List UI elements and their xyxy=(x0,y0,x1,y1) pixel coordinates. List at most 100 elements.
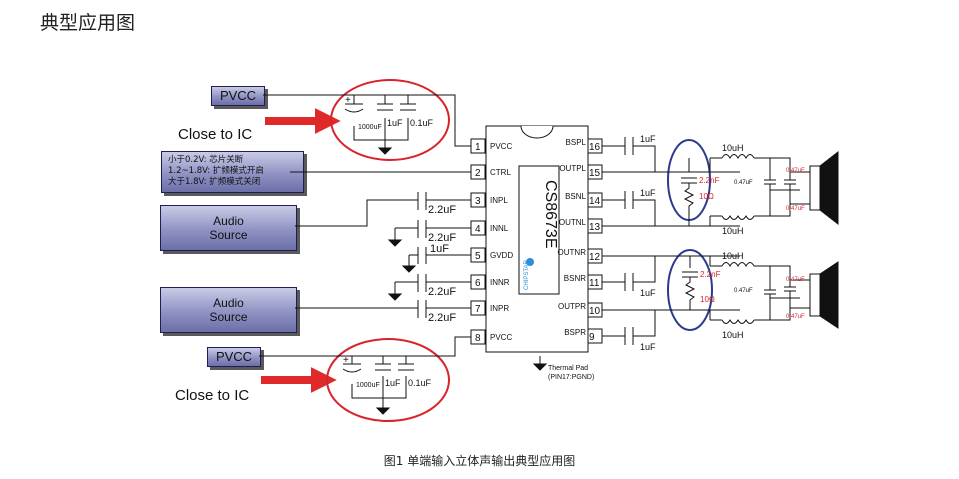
cap-01uf-bottom: 0.1uF xyxy=(408,378,432,388)
ic-marking-box xyxy=(518,165,560,295)
thermal-pad-label: Thermal Pad xyxy=(548,365,588,372)
left-pin-name: INPR xyxy=(490,304,509,313)
inductor-l2-label: 10uH xyxy=(722,226,744,236)
inductor-l4-label: 10uH xyxy=(722,330,744,340)
cap-1uf-top: 1uF xyxy=(387,118,403,128)
chipstar-logo-icon xyxy=(526,258,534,266)
cap-bsnr-label: 1uF xyxy=(640,288,656,298)
right-pin-number: 9 xyxy=(589,332,595,343)
right-pin-number: 16 xyxy=(589,142,601,153)
left-pin-number: 5 xyxy=(475,251,481,262)
ctrl-description-box: 小于0.2V: 芯片关断 1.2~1.8V: 扩频模式开启 大于1.8V: 扩频… xyxy=(161,151,304,193)
right-pin-name: OUTPL xyxy=(559,164,586,173)
audio-source-right: Audio Source xyxy=(160,287,297,333)
cap-inpl-label: 2.2uF xyxy=(428,204,456,216)
snubber-res-right: 10Ω xyxy=(700,295,715,304)
pvcc-source-top: PVCC xyxy=(211,86,265,106)
left-pin-name: INNR xyxy=(490,278,510,287)
chipstar-logo: CHIPSTAR xyxy=(524,259,530,290)
inductor-l1-label: 10uH xyxy=(722,143,744,153)
right-pin-number: 14 xyxy=(589,196,601,207)
right-pin-name: BSNR xyxy=(564,274,586,283)
filter-cap-left-bottom: 0.47uF xyxy=(786,206,805,212)
inductor-l3-label: 10uH xyxy=(722,251,744,261)
filter-cap-left: 0.47uF xyxy=(734,180,753,186)
filter-cap-right: 0.47uF xyxy=(734,288,753,294)
right-pin-number: 10 xyxy=(589,306,601,317)
left-pin-1: 1 PVCC xyxy=(470,138,512,154)
right-pin-name: OUTPR xyxy=(558,302,586,311)
snubber-circle-right xyxy=(667,249,713,331)
left-pin-name: CTRL xyxy=(490,168,511,177)
filter-cap-right-bottom: 0.47uF xyxy=(786,314,805,320)
ic-part-name: CS8673E xyxy=(542,180,559,249)
audio-source-label-1: Audio xyxy=(213,214,244,228)
left-pin-name: GVDD xyxy=(490,251,513,260)
close-to-ic-label-bottom: Close to IC xyxy=(175,387,250,404)
cap-inpr-label: 2.2uF xyxy=(428,312,456,324)
arrow-close-top xyxy=(265,108,341,134)
page-title: 典型应用图 xyxy=(40,12,136,34)
right-pin-name: BSPR xyxy=(564,328,586,337)
right-pin-number: 15 xyxy=(589,168,601,179)
right-pin-name: OUTNL xyxy=(559,218,587,227)
polarity-plus-bottom: + xyxy=(343,355,349,366)
left-pin-number: 2 xyxy=(475,168,481,179)
right-pin-name: BSPL xyxy=(566,138,587,147)
figure-caption: 图1 单端输入立体声输出典型应用图 xyxy=(383,454,576,468)
cap-bspl-label: 1uF xyxy=(640,134,656,144)
cap-innr-label: 2.2uF xyxy=(428,286,456,298)
close-to-ic-label-top: Close to IC xyxy=(178,126,253,143)
cap-bspr-label: 1uF xyxy=(640,342,656,352)
left-pin-name: PVCC xyxy=(490,333,512,342)
decoupling-circle-bottom xyxy=(326,338,450,422)
cap-1000uf-top: 1000uF xyxy=(358,124,382,131)
arrow-close-bottom xyxy=(261,367,337,393)
left-pin-5: 5 GVDD xyxy=(470,247,513,263)
thermal-pad-sub: (PIN17:PGND) xyxy=(548,374,594,381)
audio-source-left: Audio Source xyxy=(160,205,297,251)
ctrl-line-1: 小于0.2V: 芯片关断 xyxy=(168,155,244,165)
audio-source-label-2: Source xyxy=(209,228,248,242)
ctrl-line-3: 大于1.8V: 扩频模式关闭 xyxy=(168,177,261,187)
audio-source-label-3: Audio xyxy=(213,296,244,310)
left-pin-2: 2 CTRL xyxy=(470,164,511,180)
right-pin-number: 11 xyxy=(589,278,600,289)
left-pin-number: 1 xyxy=(475,142,481,153)
left-pin-number: 4 xyxy=(475,224,481,235)
snubber-res-left: 10Ω xyxy=(699,192,714,201)
filter-cap-right-top: 0.47uF xyxy=(786,277,805,283)
snubber-cap-left: 2.2nF xyxy=(699,176,720,185)
left-pin-name: INPL xyxy=(490,196,508,205)
cap-01uf-top: 0.1uF xyxy=(410,118,434,128)
right-pin-number: 12 xyxy=(589,252,601,263)
cap-1uf-bottom: 1uF xyxy=(385,378,401,388)
cap-innl-label: 2.2uF xyxy=(428,232,456,244)
left-pin-number: 8 xyxy=(475,333,481,344)
polarity-plus-top: + xyxy=(345,95,351,106)
pvcc-source-bottom: PVCC xyxy=(207,347,261,367)
cap-bsnl-label: 1uF xyxy=(640,188,656,198)
cap-1000uf-bottom: 1000uF xyxy=(356,382,380,389)
right-pin-name: BSNL xyxy=(565,192,586,201)
filter-cap-left-top: 0.47uF xyxy=(786,168,805,174)
left-pin-8: 8 PVCC xyxy=(470,329,512,345)
cap-gvdd-label: 1uF xyxy=(430,243,449,255)
left-pin-4: 4 INNL xyxy=(470,220,509,236)
left-pin-name: INNL xyxy=(490,224,509,233)
right-pin-number: 13 xyxy=(589,222,601,233)
right-pin-name: OUTNR xyxy=(558,248,587,257)
left-pin-number: 3 xyxy=(475,196,481,207)
ctrl-line-2: 1.2~1.8V: 扩频模式开启 xyxy=(168,166,264,176)
left-pin-name: PVCC xyxy=(490,142,512,151)
